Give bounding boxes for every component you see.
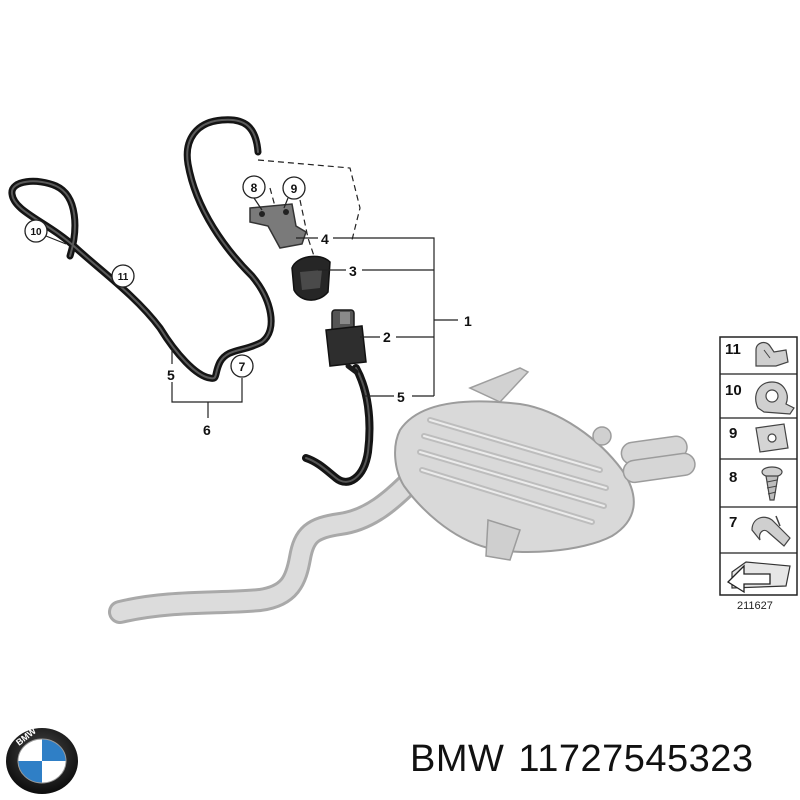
- diagram-id: 211627: [737, 600, 773, 612]
- arrow-card-icon: [726, 561, 791, 594]
- callout-3: 3: [349, 263, 357, 279]
- callout-7: 7: [239, 360, 246, 374]
- exhaust-pipe: [108, 468, 424, 624]
- vacuum-hose-upper: [8, 116, 275, 382]
- legend-item-arrow: [726, 561, 791, 594]
- legend-item-8: 8: [729, 466, 783, 501]
- pipe-clip-icon: [755, 381, 795, 415]
- cable-tie-clip-icon: [751, 515, 791, 547]
- legend-number-8: 8: [729, 469, 737, 486]
- legend-item-10: 10: [725, 381, 795, 415]
- callout-5-left: 5: [167, 367, 175, 383]
- rear-muffler: [394, 367, 696, 561]
- bmw-logo-icon: BMW: [6, 726, 78, 794]
- bracket-part-4: [249, 203, 307, 249]
- callout-circle-9: [282, 176, 306, 200]
- callout-9: 9: [291, 182, 298, 196]
- hose-clamp-icon: [755, 341, 789, 367]
- vacuum-hose-lower: [302, 364, 374, 486]
- brand-name: BMW: [410, 738, 505, 780]
- legend-item-7: 7: [729, 514, 791, 547]
- assembly-dashed-lines: [257, 159, 361, 263]
- callout-circle-11: [111, 264, 135, 288]
- speed-nut-icon: [755, 423, 789, 453]
- callout-8: 8: [251, 181, 258, 195]
- callout-1: 1: [464, 313, 472, 329]
- callout-6: 6: [203, 422, 211, 438]
- parts-legend: 11 10 9 8: [719, 336, 798, 612]
- rubber-mount-part-3: [291, 255, 331, 301]
- legend-number-9: 9: [729, 425, 737, 442]
- callout-10: 10: [30, 227, 42, 238]
- part-number: 11727545323: [518, 738, 754, 780]
- legend-item-11: 11: [725, 341, 789, 367]
- callout-labels: 1 2 3 4 5 5 6 7 8 9 10 11: [24, 175, 472, 438]
- callout-5-right: 5: [397, 389, 405, 405]
- callout-4: 4: [321, 231, 329, 247]
- leader-lines: [45, 197, 458, 418]
- legend-number-7: 7: [729, 514, 737, 531]
- callout-circle-7: [230, 354, 254, 378]
- legend-item-9: 9: [729, 423, 789, 453]
- callout-circle-8: [242, 175, 266, 199]
- screw-icon: [761, 466, 783, 501]
- solenoid-valve-part-2: [325, 309, 367, 375]
- brand-part-caption: BMW 11727545323: [410, 738, 790, 788]
- callout-11: 11: [118, 272, 129, 283]
- callout-2: 2: [383, 329, 391, 345]
- callout-circle-10: [24, 219, 48, 243]
- legend-number-10: 10: [725, 382, 742, 399]
- legend-number-11: 11: [725, 341, 741, 358]
